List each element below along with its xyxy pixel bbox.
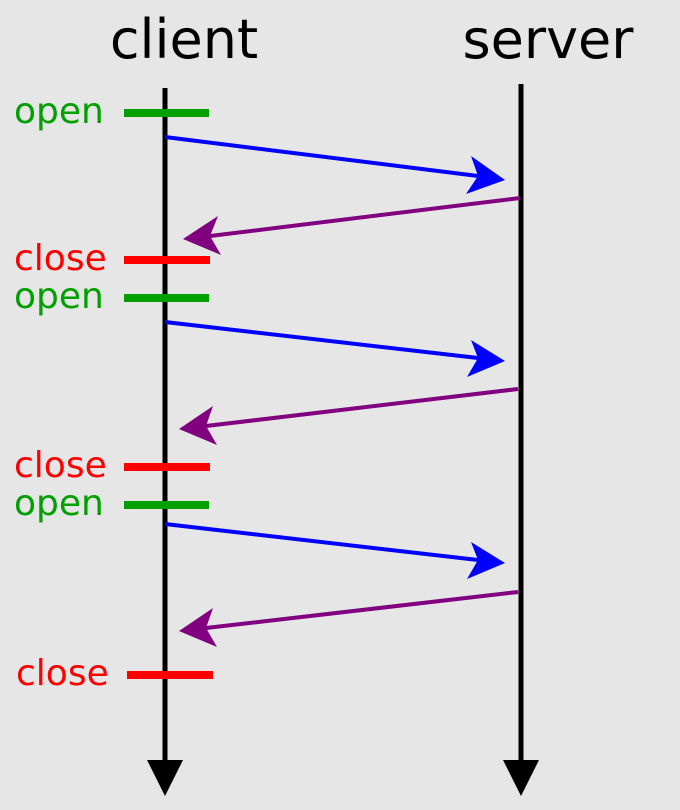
open-label-2: open [14, 276, 104, 317]
close-label-1: close [14, 238, 107, 279]
response-arrow-2 [205, 387, 519, 428]
open-label-3: open [14, 483, 104, 524]
server-lifeline-arrowhead [503, 760, 539, 796]
close-label-3: close [16, 653, 109, 694]
client-lifeline-arrowhead [147, 760, 183, 796]
response-arrow-3 [205, 590, 519, 630]
request-arrowhead-2 [467, 340, 505, 377]
request-arrowhead-3 [467, 542, 505, 579]
response-arrowhead-2 [179, 406, 217, 445]
response-arrowhead-1 [183, 216, 221, 255]
close-label-2: close [14, 445, 107, 486]
request-arrow-2 [164, 320, 479, 360]
response-arrowhead-3 [179, 608, 217, 647]
request-arrow-1 [164, 135, 479, 178]
client-title: client [110, 8, 258, 71]
request-arrow-3 [164, 522, 479, 562]
response-arrow-1 [209, 196, 521, 238]
server-title: server [463, 8, 635, 71]
open-label-1: open [14, 91, 104, 132]
request-arrowhead-1 [466, 156, 505, 194]
